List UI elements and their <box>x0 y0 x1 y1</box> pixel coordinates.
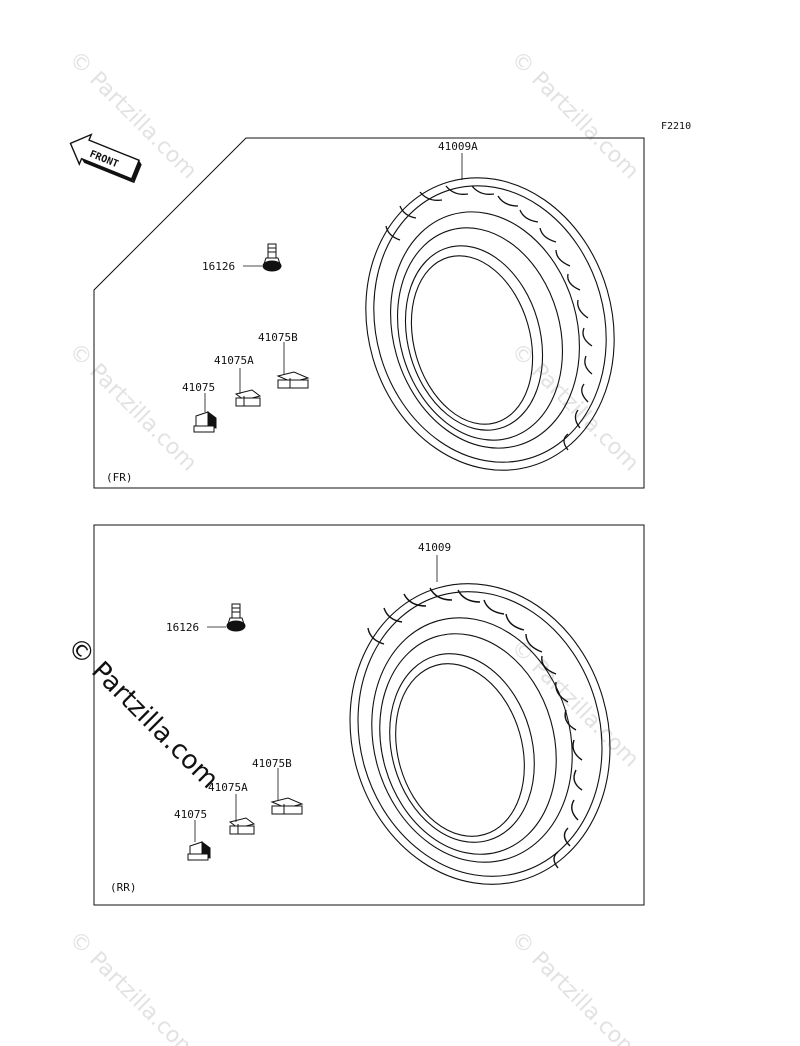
front-tire-tread <box>385 185 593 451</box>
rear-weight-41075A-icon <box>228 817 256 835</box>
front-weight-41075-icon <box>193 411 217 433</box>
rear-weight-41075-label: 41075 <box>174 808 207 821</box>
rear-weight-41075B-icon <box>270 797 304 815</box>
watermark: © Partzilla.com <box>506 47 644 185</box>
front-weight-41075A-label: 41075A <box>214 354 254 367</box>
front-valve-icon <box>262 243 282 272</box>
watermark-main: © Partzilla.com <box>61 632 224 795</box>
front-tire-part-label: 41009A <box>438 140 478 153</box>
watermark: © Partzilla.com <box>64 339 202 477</box>
watermark: © Partzilla.com <box>506 927 644 1046</box>
watermark: © Partzilla.com <box>64 927 202 1046</box>
watermark-group: © Partzilla.com © Partzilla.com © Partzi… <box>64 47 644 1046</box>
front-weight-41075A-icon <box>234 389 262 407</box>
diagram-code: F2210 <box>661 121 691 132</box>
front-weight-41075B-label: 41075B <box>258 331 298 344</box>
front-valve-part-label: 16126 <box>202 260 235 273</box>
rear-weight-41075B-label: 41075B <box>252 757 292 770</box>
front-panel-tag: (FR) <box>106 471 133 484</box>
rear-weight-41075A-label: 41075A <box>208 781 248 794</box>
rear-tire <box>349 555 611 885</box>
rear-valve-icon <box>226 603 246 632</box>
rear-weight-41075-icon <box>187 841 211 861</box>
front-arrow-icon: FRONT <box>69 133 142 184</box>
watermark: © Partzilla.com <box>506 339 644 477</box>
front-panel-border <box>93 137 645 489</box>
front-panel: (FR) 41009A <box>93 137 645 489</box>
rear-panel-tag: (RR) <box>110 881 137 894</box>
front-weight-41075-label: 41075 <box>182 381 215 394</box>
rear-panel-border <box>93 524 645 906</box>
rear-tire-part-label: 41009 <box>418 541 451 554</box>
rear-panel: (RR) 41009 <box>93 524 645 906</box>
front-tire <box>365 153 615 471</box>
front-weight-41075B-icon <box>276 371 310 389</box>
rear-tire-tread <box>367 587 583 869</box>
rear-valve-part-label: 16126 <box>166 621 199 634</box>
